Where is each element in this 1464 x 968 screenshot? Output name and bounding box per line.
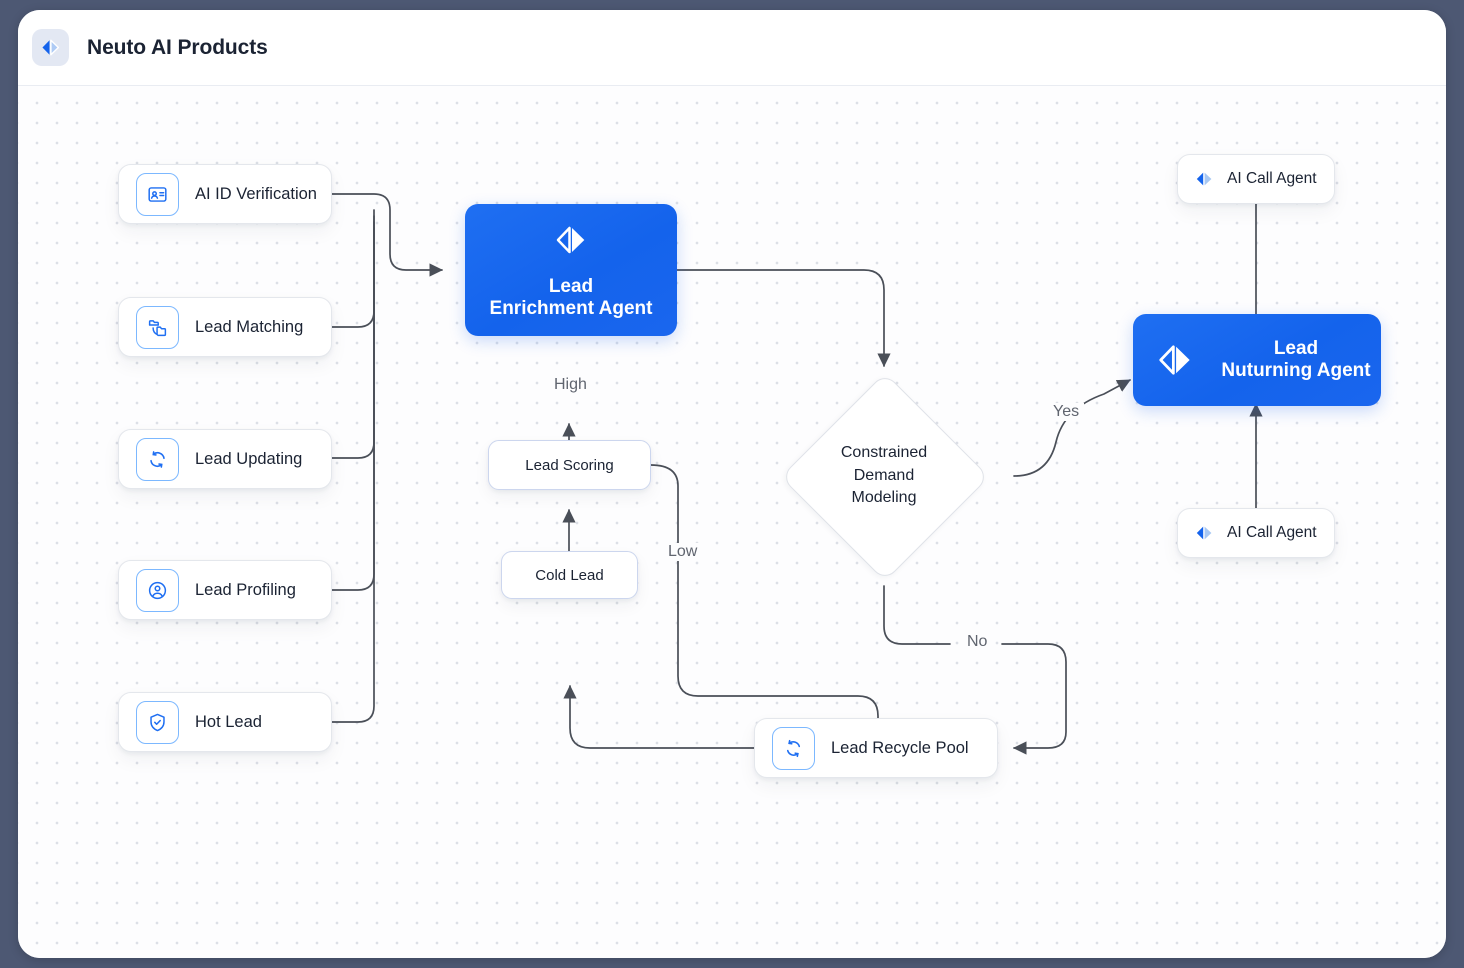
page-title: Neuto AI Products	[87, 35, 268, 59]
node-ai-call-agent-bottom[interactable]: AI Call Agent	[1177, 508, 1335, 558]
edge-label-high: High	[549, 376, 592, 394]
id-card-icon	[136, 172, 179, 216]
node-lead-recycle-pool[interactable]: Lead Recycle Pool	[754, 718, 998, 778]
neuto-bowtie-logo-icon	[1192, 521, 1216, 545]
node-label: Lead Recycle Pool	[831, 738, 969, 757]
node-label-line1: Lead	[1273, 337, 1319, 359]
node-label-line2: Demand	[853, 466, 915, 484]
neuto-bowtie-logo-icon	[32, 29, 69, 66]
node-lead-profiling[interactable]: Lead Profiling	[118, 560, 332, 620]
node-cold-lead[interactable]: Cold Lead	[501, 551, 638, 599]
node-lead-updating[interactable]: Lead Updating	[118, 429, 332, 489]
node-label-line2: Enrichment Agent	[489, 298, 653, 319]
flow-canvas[interactable]: High Low Yes No AI ID Verification	[18, 86, 1446, 958]
node-ai-call-agent-top[interactable]: AI Call Agent	[1177, 154, 1335, 204]
node-label: Lead Updating	[195, 449, 303, 468]
folder-swap-icon	[136, 305, 179, 349]
node-label: Lead Profiling	[195, 580, 296, 599]
app-window: Neuto AI Products	[18, 10, 1446, 958]
node-label: Cold Lead	[535, 566, 604, 584]
edge-label-yes: Yes	[1048, 403, 1085, 421]
node-lead-nuturning-agent[interactable]: Lead Nuturning Agent	[1133, 314, 1381, 406]
node-label: Constrained Demand Modeling	[789, 381, 979, 571]
node-label-line1: Lead	[548, 275, 594, 297]
node-label: AI Call Agent	[1227, 170, 1317, 187]
node-label-line2: Nuturning Agent	[1221, 360, 1371, 381]
node-label: Lead Matching	[195, 317, 304, 336]
edge-label-no: No	[962, 633, 993, 651]
neuto-bowtie-logo-icon	[1153, 338, 1197, 382]
node-lead-matching[interactable]: Lead Matching	[118, 297, 332, 357]
neuto-bowtie-logo-icon	[1192, 167, 1216, 191]
node-constrained-demand-modeling[interactable]: Constrained Demand Modeling	[780, 372, 990, 582]
user-circle-icon	[136, 568, 179, 612]
edge-label-low: Low	[663, 543, 703, 561]
node-hot-lead[interactable]: Hot Lead	[118, 692, 332, 752]
node-label-line1: Constrained	[840, 443, 928, 461]
node-label: AI Call Agent	[1227, 524, 1317, 541]
node-label-line3: Modeling	[851, 489, 917, 507]
refresh-cycle-icon	[136, 437, 179, 481]
node-label: Lead Scoring	[525, 456, 614, 474]
node-label: Hot Lead	[195, 712, 262, 731]
neuto-bowtie-logo-icon	[551, 220, 591, 265]
node-lead-enrichment-agent[interactable]: Lead Enrichment Agent	[465, 204, 677, 336]
node-lead-scoring[interactable]: Lead Scoring	[488, 440, 651, 490]
node-label: AI ID Verification	[195, 184, 317, 203]
shield-check-icon	[136, 700, 179, 744]
app-header: Neuto AI Products	[18, 10, 1446, 86]
refresh-cycle-icon	[772, 726, 815, 770]
node-ai-id-verification[interactable]: AI ID Verification	[118, 164, 332, 224]
